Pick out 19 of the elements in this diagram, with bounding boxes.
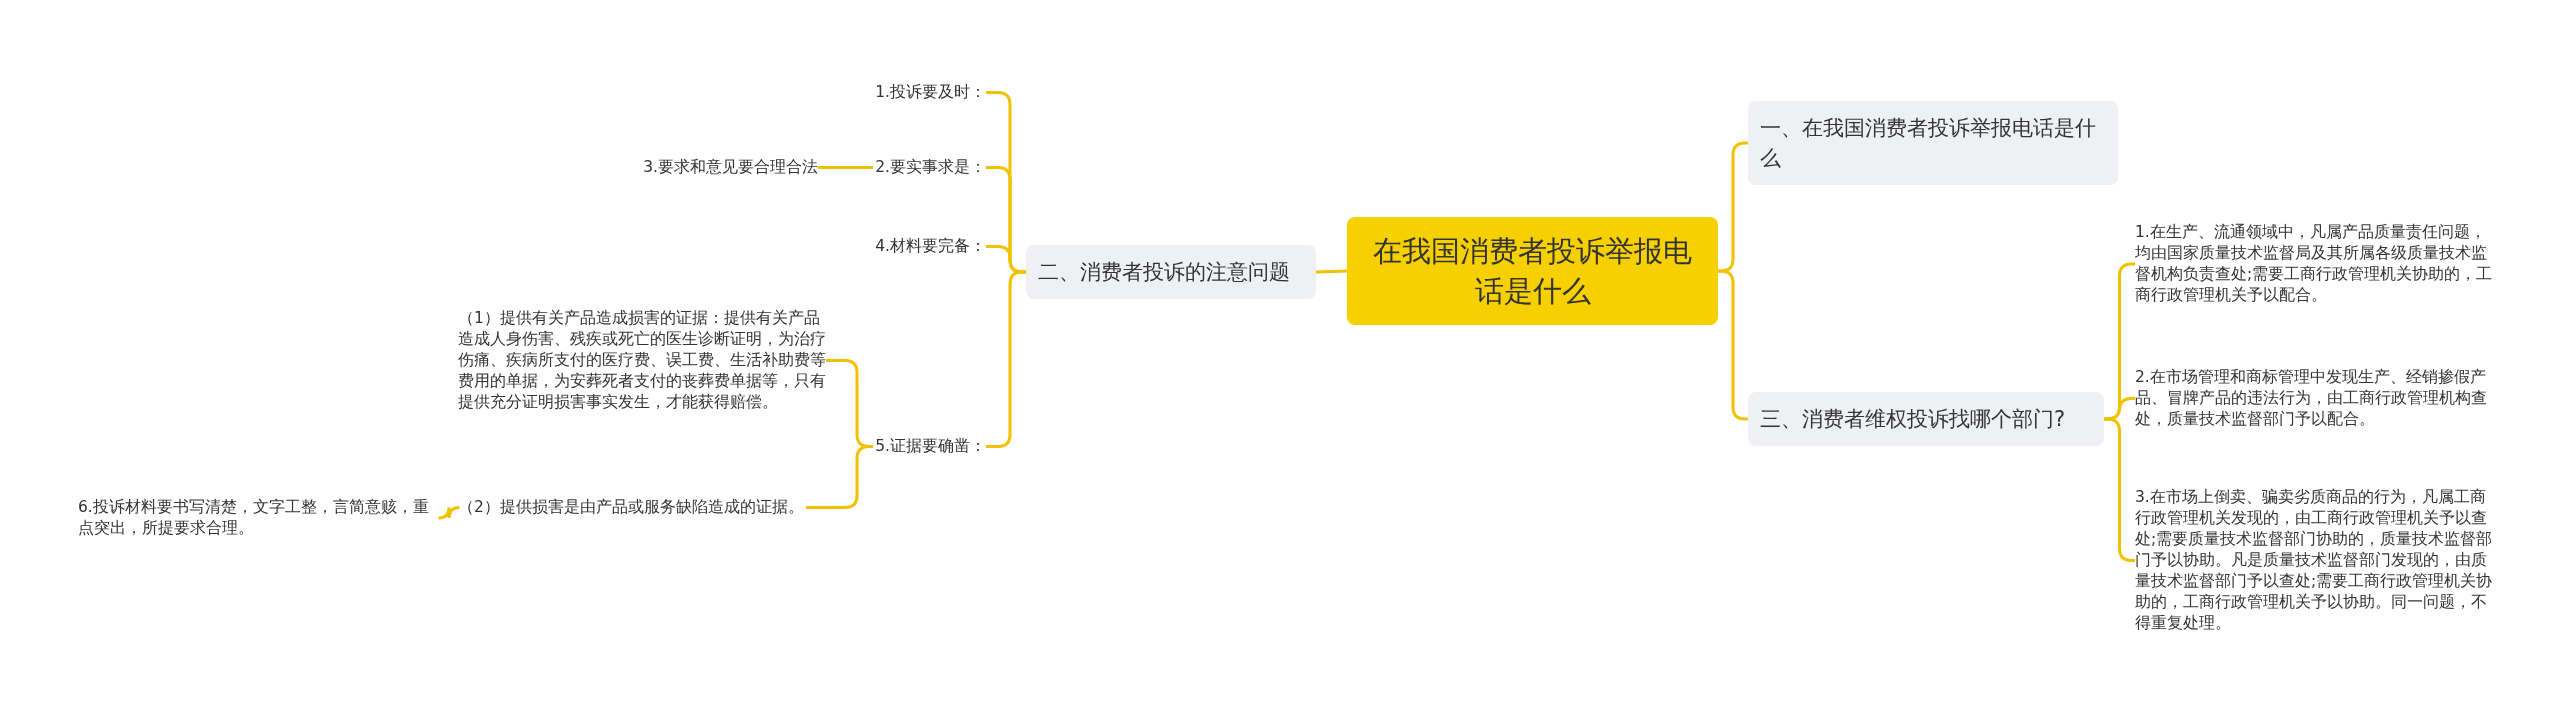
note-text: （2）提供损害是由产品或服务缺陷造成的证据。 — [458, 497, 806, 518]
note-text: 4.材料要完备： — [873, 236, 986, 257]
note-text: （1）提供有关产品造成损害的证据：提供有关产品造成人身伤害、残疾或死亡的医生诊断证明，为治疗伤痛、疾病所支付的医疗费、误工费、生活补助费等费用的单据，为安葬死者支付的丧葬费单据等，只有提供充分证明损害事实发生，才能获得赔偿。 — [458, 308, 826, 413]
note-text: 5.证据要确凿： — [873, 436, 986, 457]
connector-line — [437, 506, 461, 520]
branch-topic-box: 一、在我国消费者投诉举报电话是什么 — [1748, 101, 2118, 185]
note-text: 2.要实事求是： — [873, 157, 986, 178]
note-text: 6.投诉材料要书写清楚，文字工整，言简意赅，重点突出，所提要求合理。 — [78, 497, 440, 539]
connector-line — [806, 445, 873, 509]
branch-topic-box: 三、消费者维权投诉找哪个部门? — [1748, 392, 2104, 446]
note-text: 1.投诉要及时： — [873, 82, 986, 103]
note-text: 1.在生产、流通领域中，凡属产品质量责任问题，均由国家质量技术监督局及其所属各级质量技术监督机构负责查处;需要工商行政管理机关协助的，工商行政管理机关予以配合。 — [2135, 222, 2497, 306]
note-text: 3.在市场上倒卖、骗卖劣质商品的行为，凡属工商行政管理机关发现的，由工商行政管理机关予以查处;需要质量技术监督部门协助的，质量技术监督部门予以协助。凡是质量技术监督部门发现的，由质量技术监督部门予以查处;需要工商行政管理机关协助的，工商行政管理机关予以协助。同一问题，不得重复处理。 — [2135, 487, 2497, 634]
note-text: 3.要求和意见要合理合法 — [641, 157, 818, 178]
central-topic-box: 在我国消费者投诉举报电话是什么 — [1347, 217, 1718, 325]
branch-topic-box: 二、消费者投诉的注意问题 — [1026, 245, 1316, 299]
note-text: 2.在市场管理和商标管理中发现生产、经销掺假产品、冒牌产品的违法行为，由工商行政管理机构查处，质量技术监督部门予以配合。 — [2135, 367, 2497, 430]
connector-line — [1315, 269, 1348, 274]
connector-line — [818, 166, 873, 169]
